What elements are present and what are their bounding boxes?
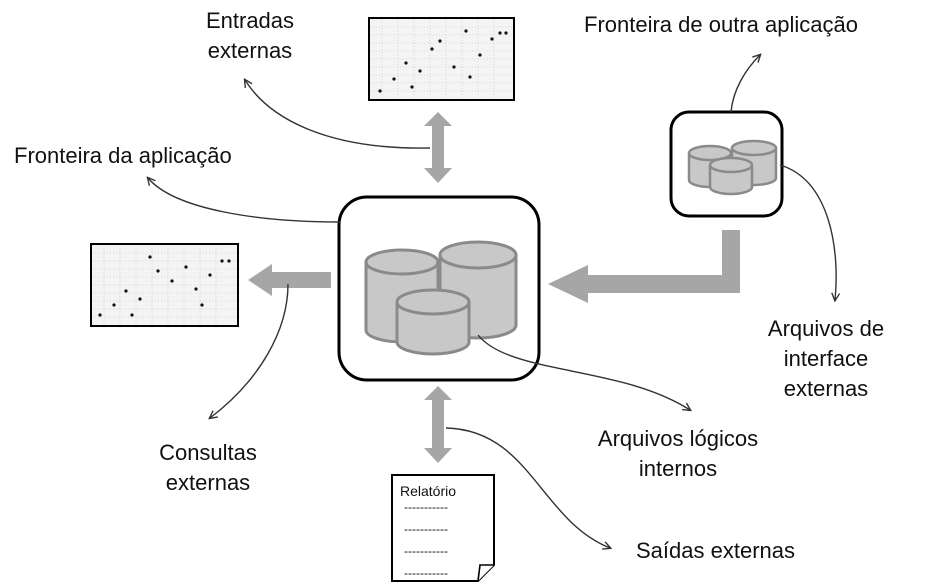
report-line: ----------- (404, 566, 448, 580)
label-fronteira-outra-aplicacao: Fronteira de outra aplicação (584, 12, 858, 37)
label-arquivos-interface: Arquivos de interface externas (767, 316, 885, 401)
label-fronteira-aplicacao: Fronteira da aplicação (14, 143, 232, 168)
report-line: ----------- (404, 544, 448, 558)
query-screen-grid (92, 245, 237, 325)
label-saidas-externas: Saídas externas (636, 538, 795, 563)
input-double-arrow (424, 112, 452, 183)
internal-files-cylinders (364, 240, 518, 356)
query-screen-image (90, 243, 239, 327)
label-arquivos-logicos: Arquivos lógicos internos (597, 426, 759, 481)
input-screen-image (368, 17, 515, 101)
curve-consultas (210, 283, 289, 418)
curve-arquivos-logicos (477, 334, 690, 410)
report-line: ----------- (404, 522, 448, 536)
report-title: Relatório (400, 483, 457, 499)
label-entradas-externas: Entradas externas (205, 8, 295, 63)
interface-inbound-arrow (548, 230, 740, 303)
curve-arquivos-interface (779, 164, 836, 300)
curve-saidas (445, 427, 610, 548)
curve-entradas (245, 80, 431, 149)
report-double-arrow (424, 386, 452, 463)
curve-fronteira-aplicacao (148, 178, 341, 223)
output-left-arrow (248, 264, 331, 296)
curve-fronteira-outra (730, 55, 760, 113)
label-consultas-externas: Consultas externas (159, 440, 257, 495)
report-line: ----------- (404, 500, 448, 514)
input-screen-grid (370, 19, 513, 99)
report-document (391, 474, 495, 582)
interface-files-cylinders (687, 139, 778, 196)
